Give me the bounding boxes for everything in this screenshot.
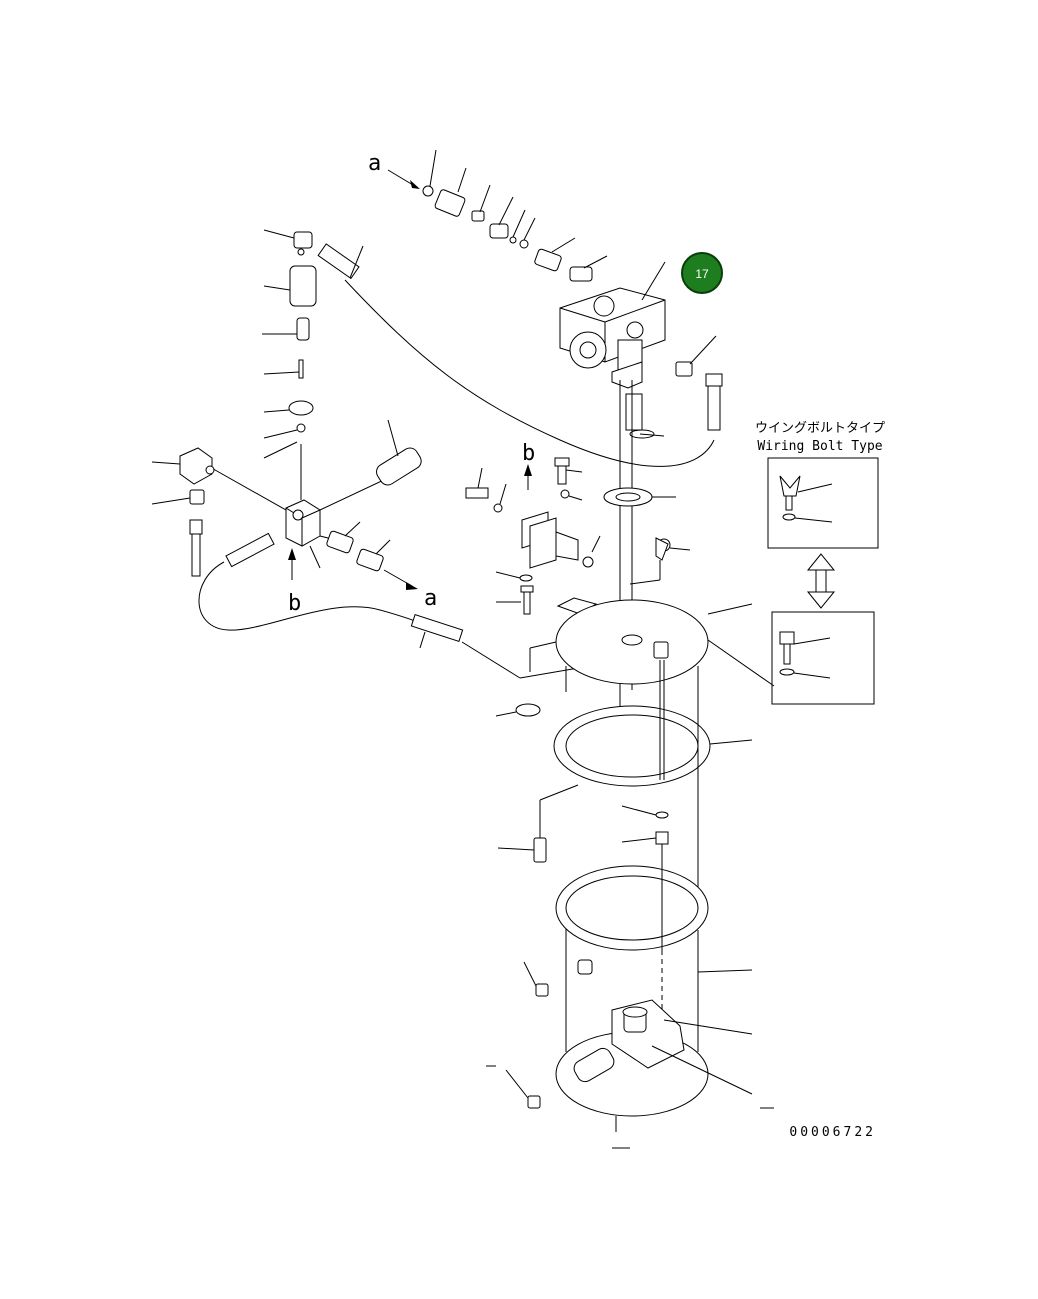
arrow-b-bottom-label: b [288,591,301,616]
upper-hose [344,279,715,467]
standard-bolt-box [771,611,875,705]
wing-bolt-type-jp: ウイングボルトタイプ [755,421,885,436]
center-pipe [603,380,691,770]
arrow-a-bottom-label: a [424,586,437,611]
wing-bolt-type-en: Wiring Bolt Type [757,439,882,454]
callout-badge-number[interactable]: 17 [695,267,709,281]
callout-badge-circle[interactable] [681,252,723,294]
lower-hose [198,561,441,631]
arrow-a-top-head [410,180,420,189]
left-stack [262,229,317,500]
left-manifold: b [207,465,389,616]
bracket-assembly [465,457,601,615]
arrow-b-bottom-head [288,548,296,560]
top-fitting-chain: a [368,149,608,282]
wing-bolt-box [767,457,879,549]
tank-assembly [486,599,775,1149]
wing-bolt-inset: ウイングボルトタイプ Wiring Bolt Type [755,421,885,705]
valve-block-assembly [559,261,723,431]
callout-badge-17[interactable]: 17 [681,252,723,294]
arrow-b-top-head [524,464,532,476]
drawing-number: 00006722 [789,1125,876,1140]
solenoid-box [179,447,213,485]
arrow-a-top-label: a [368,151,381,176]
arrow-b-top-label: b [522,441,535,466]
